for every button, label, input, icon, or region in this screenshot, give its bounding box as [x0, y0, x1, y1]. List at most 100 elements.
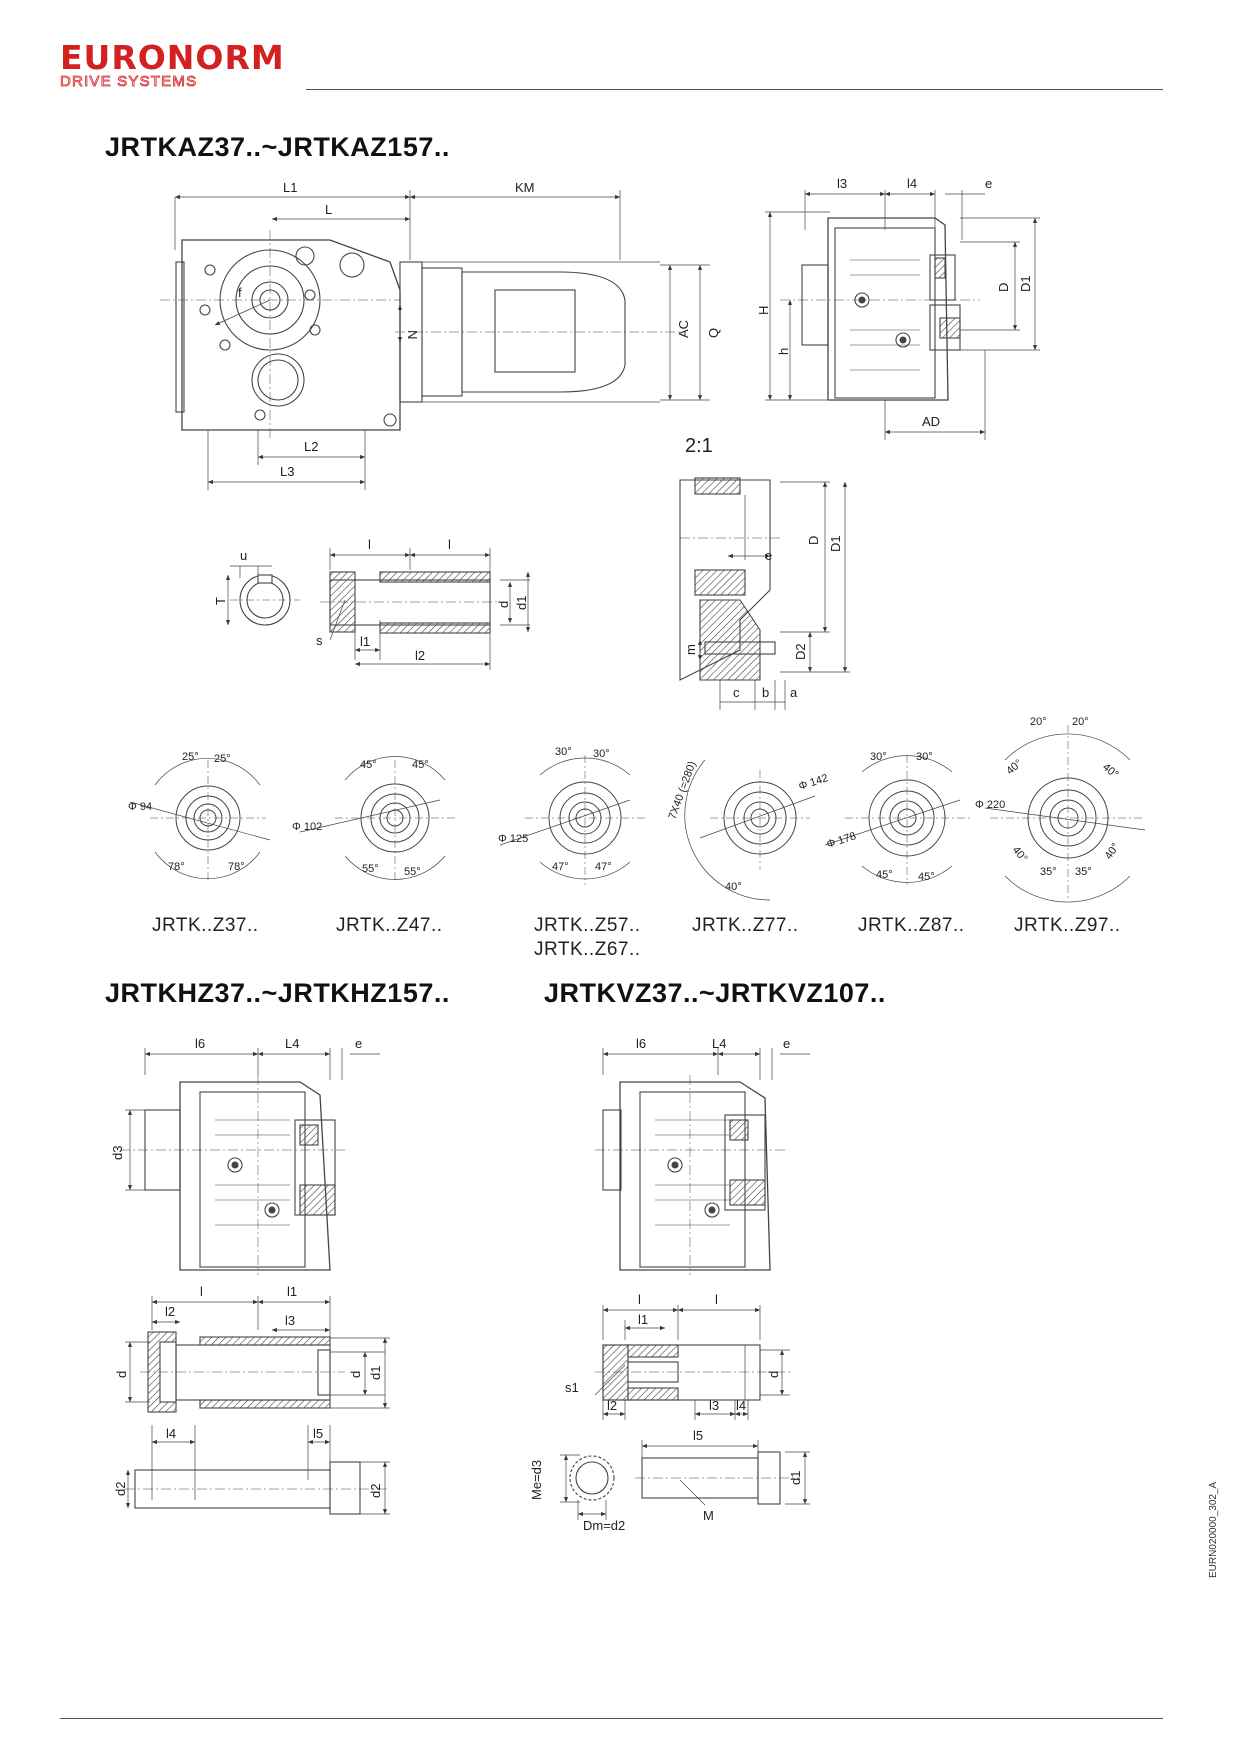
flange-z87-angle-3: 45°	[876, 869, 893, 881]
hz-dim-d3: d3	[110, 1146, 125, 1160]
side-view	[765, 190, 1040, 440]
flange-z57-diameter: Φ 125	[498, 833, 528, 845]
title-jrtkhz: JRTKHZ37..~JRTKHZ157..	[105, 978, 450, 1008]
dim-e: e	[985, 176, 992, 191]
detail-view	[679, 477, 850, 710]
flange-z47-diameter: Φ 102	[292, 821, 322, 833]
flange-label-z77: JRTK..Z77..	[692, 915, 799, 936]
flange-z97	[984, 725, 1146, 903]
flange-z57-angle-2: 30°	[593, 748, 610, 760]
hz-dim-l4: l4	[166, 1426, 176, 1441]
vz-dim-d: d	[766, 1371, 781, 1378]
flange-z47-angle-3: 55°	[362, 863, 379, 875]
flange-z47-angle-4: 55°	[404, 866, 421, 878]
flange-label-z87: JRTK..Z87..	[858, 915, 965, 936]
footer-rule	[60, 1718, 1163, 1719]
hz-dim-l: l	[200, 1284, 203, 1299]
dim-l4: l4	[907, 176, 917, 191]
flange-z47	[299, 756, 455, 880]
dim-L: L	[325, 202, 332, 217]
hz-side-view-labels: l6 L4 e d3	[110, 1036, 362, 1160]
detail-dim-D1: D1	[828, 535, 843, 552]
vz-dim-l: l	[638, 1292, 641, 1307]
vz-side-view	[595, 1048, 810, 1275]
shaft-detail	[225, 548, 531, 670]
main-front-view-labels: L1 L KM L2 L3 f N AC Q	[238, 180, 721, 479]
brand-tagline: DRIVE SYSTEMS	[60, 73, 198, 90]
flange-z97-angle-2: 20°	[1072, 716, 1089, 728]
flange-z87	[824, 755, 970, 885]
detail-dim-c: c	[733, 685, 740, 700]
vz-dim-l1: l1	[638, 1312, 648, 1327]
vz-dim-L4: L4	[712, 1036, 726, 1051]
flange-label-z57: JRTK..Z57.. JRTK..Z67..	[534, 914, 641, 962]
detail-view-labels: 2:1 D D1 e m D2 c b a	[683, 435, 843, 700]
detail-dim-a: a	[790, 685, 798, 700]
shaft-dim-u: u	[240, 548, 247, 563]
dim-f: f	[238, 285, 242, 300]
flange-z37-angle-4: 78°	[228, 861, 245, 873]
shaft-dim-l-a: l	[368, 537, 371, 552]
flange-z77-diameter: Φ 142	[797, 772, 829, 793]
shaft-dim-l2: l2	[415, 648, 425, 663]
flange-z77-labels: Φ 142 7X40 (=280) 40°	[667, 760, 830, 893]
detail-scale: 2:1	[685, 435, 713, 457]
hz-shaft-labels: l l1 l2 l3 d d d1 l4 l5 d2 d2	[113, 1284, 383, 1498]
flange-z47-angle-2: 45°	[412, 759, 429, 771]
flange-label-z37: JRTK..Z37..	[152, 915, 259, 936]
flange-z97-angle-3: 40°	[1004, 757, 1024, 777]
flange-z57-angle-4: 47°	[595, 861, 612, 873]
shaft-dim-T: T	[213, 597, 228, 605]
vz-dim-l4: l4	[736, 1398, 746, 1413]
flange-z77	[684, 759, 816, 901]
flange-z97-angle-4: 40°	[1100, 761, 1120, 781]
hz-dim-L4: L4	[285, 1036, 299, 1051]
vz-side-view-labels: l6 L4 e	[636, 1036, 790, 1051]
hz-dim-d-b: d	[348, 1371, 363, 1378]
vz-shaft-labels: l l l1 s1 l2 l3 l4 d l5 d1 Me=d3 Dm=d2 M	[529, 1292, 803, 1533]
dim-L3: L3	[280, 464, 294, 479]
hz-dim-d-a: d	[114, 1371, 129, 1378]
flange-z57-angle-3: 47°	[552, 861, 569, 873]
shaft-dim-d: d	[496, 601, 511, 608]
title-jrtkvz: JRTKVZ37..~JRTKVZ107..	[544, 978, 886, 1008]
flange-z87-angle-1: 30°	[870, 751, 887, 763]
detail-dim-b: b	[762, 685, 769, 700]
flange-z37-labels: Φ 94 25° 25° 78° 78°	[128, 751, 245, 873]
dim-l3: l3	[837, 176, 847, 191]
hz-dim-l1: l1	[287, 1284, 297, 1299]
flange-z77-angle-1: 7X40 (=280)	[667, 760, 699, 821]
detail-dim-m: m	[683, 644, 698, 655]
shaft-detail-labels: u T l l d d1 s l1 l2	[213, 537, 529, 663]
flange-label-z67-line2: JRTK..Z67..	[534, 939, 641, 960]
flange-z47-labels: Φ 102 45° 45° 55° 55°	[292, 759, 429, 878]
hz-shaft	[125, 1296, 390, 1515]
shaft-dim-d1: d1	[514, 596, 529, 610]
flange-z77-angle-2: 40°	[725, 881, 742, 893]
shaft-dim-s: s	[316, 633, 323, 648]
vz-dim-l6: l6	[636, 1036, 646, 1051]
hz-dim-l3: l3	[285, 1313, 295, 1328]
hz-dim-l5: l5	[313, 1426, 323, 1441]
vz-dim-l-b: l	[715, 1292, 718, 1307]
flange-label-z57-line1: JRTK..Z57..	[534, 915, 641, 936]
hz-dim-l2: l2	[165, 1304, 175, 1319]
dim-KM: KM	[515, 180, 535, 195]
hz-dim-d2-a: d2	[113, 1482, 128, 1496]
dim-N: N	[405, 330, 420, 339]
hz-side-view	[120, 1048, 380, 1275]
side-view-labels: l3 l4 e H h D D1 AD	[756, 176, 1033, 429]
dim-AD: AD	[922, 414, 940, 429]
vz-dim-e: e	[783, 1036, 790, 1051]
vz-dim-d1: d1	[788, 1471, 803, 1485]
flange-z97-angle-1: 20°	[1030, 716, 1047, 728]
flange-z37-angle-2: 25°	[214, 753, 231, 765]
dim-H: H	[756, 306, 771, 315]
flange-z97-angle-7: 35°	[1040, 866, 1057, 878]
dim-Q: Q	[706, 328, 721, 338]
vz-dim-Me: Me=d3	[529, 1460, 544, 1500]
vz-dim-Dm: Dm=d2	[583, 1518, 625, 1533]
hz-dim-l6: l6	[195, 1036, 205, 1051]
vz-dim-s1: s1	[565, 1380, 579, 1395]
